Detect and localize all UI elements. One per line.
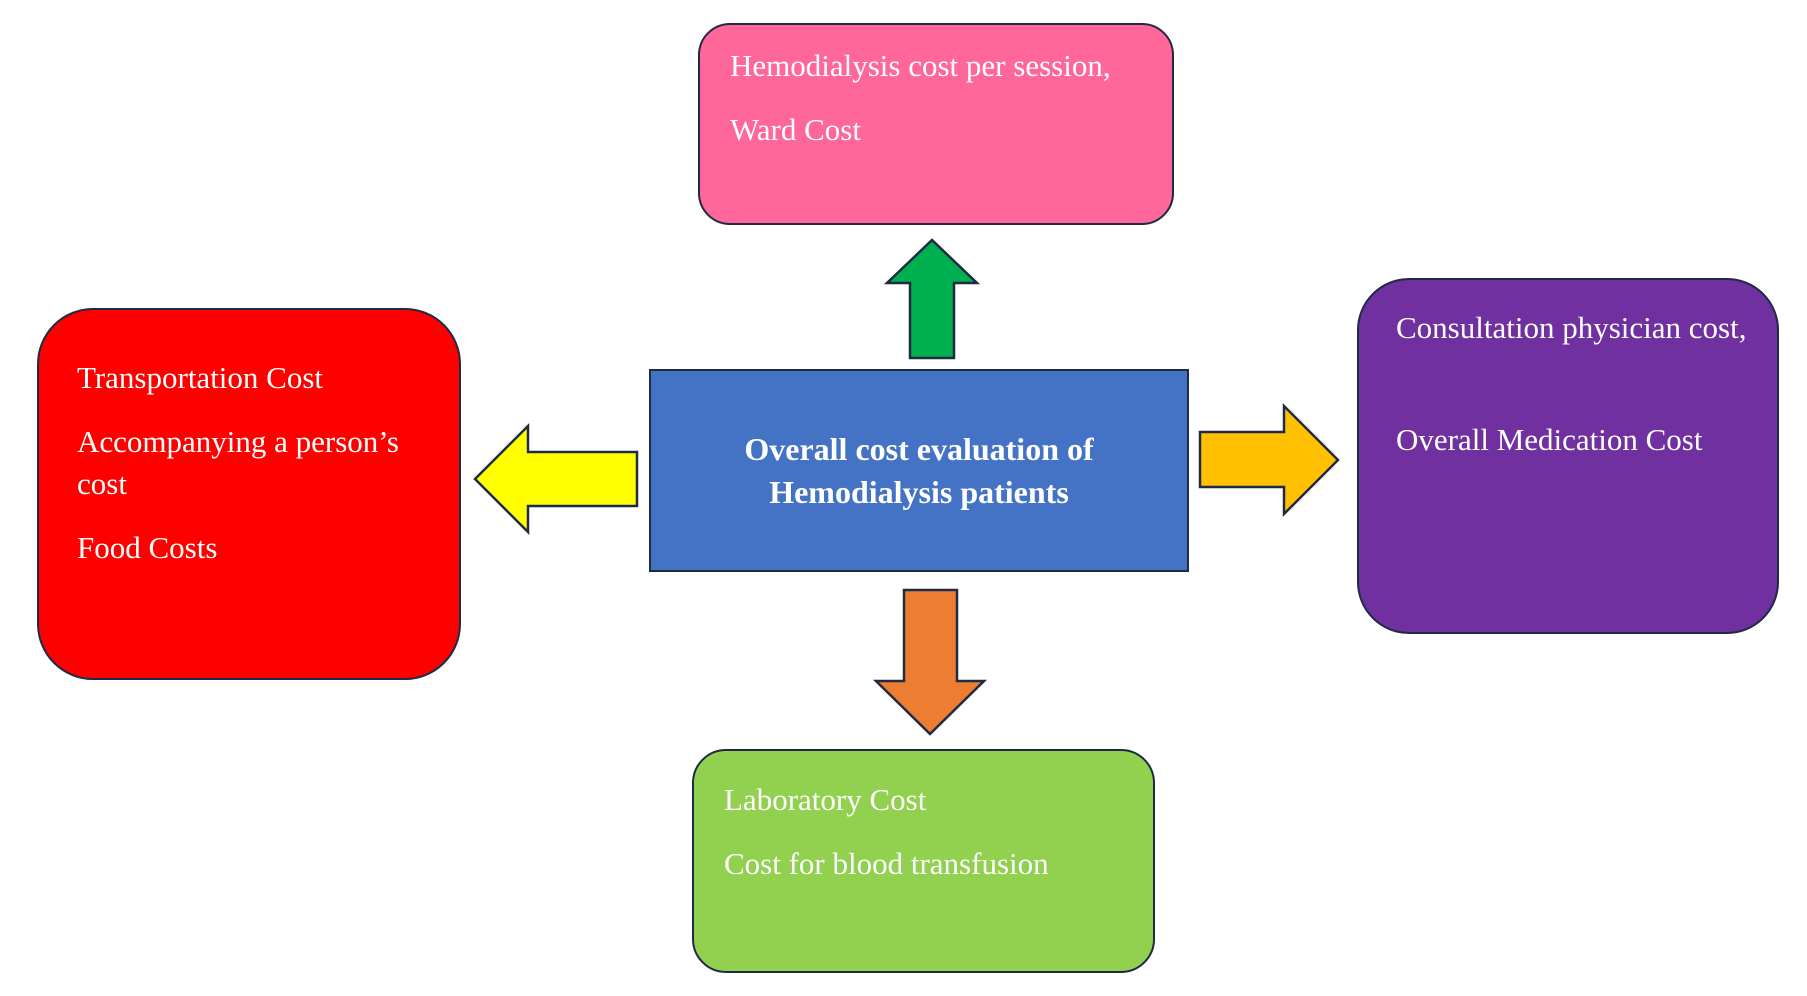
item-blood-transfusion-cost: Cost for blood transfusion: [724, 846, 1049, 882]
box-physician-medication-costs: Consultation physician cost, Overall Med…: [1357, 278, 1779, 634]
arrow-right: [1198, 402, 1340, 518]
item-transportation-cost: Transportation Cost: [77, 360, 324, 395]
central-title-line-1: Overall cost evaluation of: [744, 430, 1094, 467]
item-accompanying-person-cost: Accompanying a person’s cost: [77, 424, 399, 502]
box-hemodialysis-costs: Hemodialysis cost per session, Ward Cost: [698, 23, 1174, 225]
item-ward-cost: Ward Cost: [730, 112, 861, 148]
arrow-up: [883, 238, 981, 360]
central-node: Overall cost evaluation of Hemodialysis …: [649, 369, 1189, 572]
box-travel-costs: Transportation Cost Accompanying a perso…: [37, 308, 461, 680]
item-laboratory-cost: Laboratory Cost: [724, 782, 927, 817]
central-node-title: Overall cost evaluation of Hemodialysis …: [744, 428, 1093, 513]
box-laboratory-costs: Laboratory Cost Cost for blood transfusi…: [692, 749, 1155, 973]
item-consultation-physician-cost: Consultation physician cost,: [1396, 310, 1747, 345]
item-food-costs: Food Costs: [77, 530, 218, 566]
arrow-down: [872, 588, 988, 736]
item-overall-medication-cost: Overall Medication Cost: [1396, 422, 1703, 458]
arrow-left: [473, 422, 639, 536]
item-hemodialysis-session-cost: Hemodialysis cost per session,: [730, 48, 1111, 83]
central-title-line-2: Hemodialysis patients: [769, 473, 1069, 510]
